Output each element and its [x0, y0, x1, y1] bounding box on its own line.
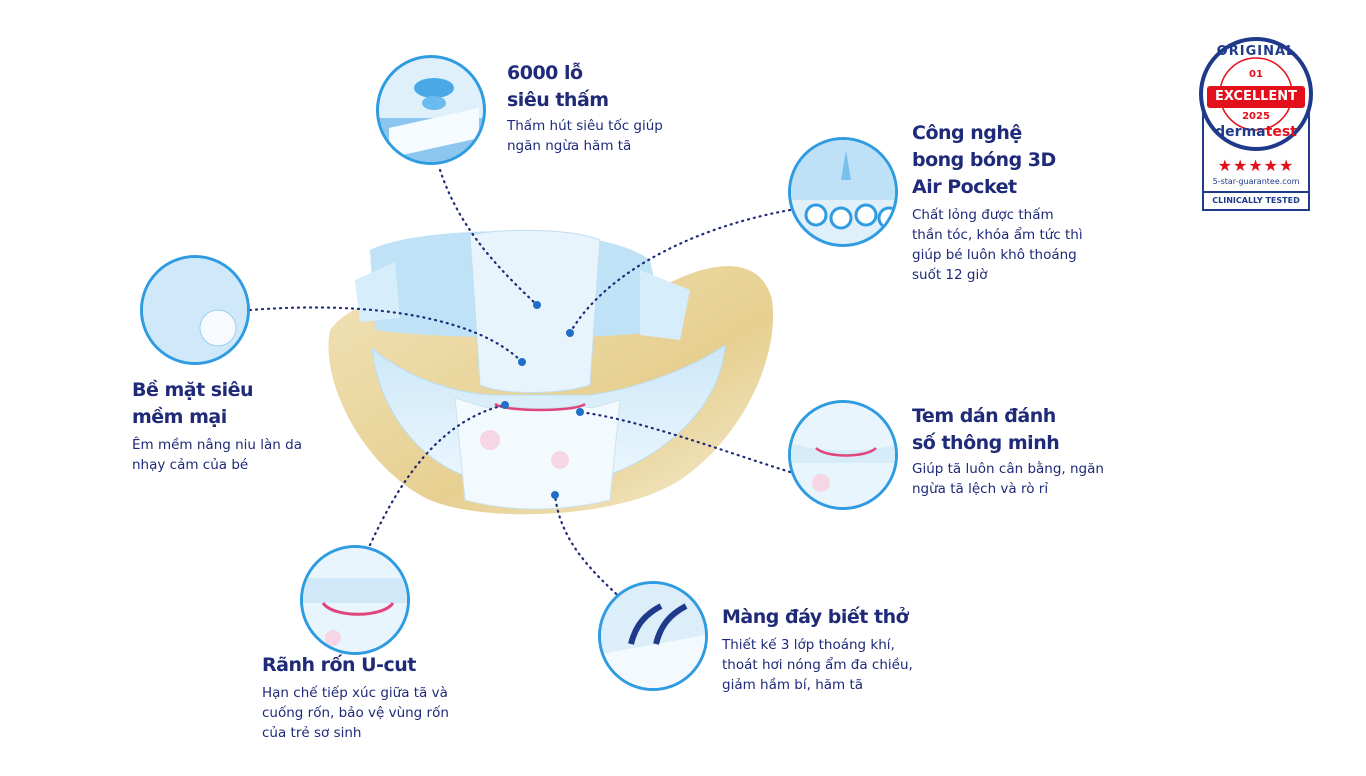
leader-lines	[248, 168, 792, 604]
feature-desc: Hạn chế tiếp xúc giữa tã và	[262, 685, 448, 701]
feature-desc: ngăn ngừa hăm tã	[507, 138, 632, 154]
badge-rating: EXCELLENT	[1214, 89, 1298, 104]
feature-title: 6000 lỗ	[507, 62, 583, 84]
feature-title: Bề mặt siêu	[132, 379, 254, 401]
diaper-pad	[469, 229, 601, 393]
feature-title: siêu thấm	[507, 89, 609, 111]
number-tape-feature-image	[788, 400, 898, 510]
dermatest-badge: ORIGINAL 01 EXCELLENT 2025 dermatest ★★★…	[1197, 36, 1315, 212]
feature-desc: thần tóc, khóa ẩm tức thì	[912, 227, 1083, 243]
feature-title: số thông minh	[912, 432, 1060, 454]
feature-breathable: Màng đáy biết thở Thiết kế 3 lớp thoáng …	[722, 604, 913, 695]
feature-holes: 6000 lỗ siêu thấm Thấm hút siêu tốc giúp…	[507, 60, 663, 156]
badge-number: 01	[1249, 69, 1263, 80]
feature-title: Rãnh rốn U-cut	[262, 654, 416, 676]
feature-desc: giảm hầm bí, hăm tã	[722, 677, 864, 693]
u-cut-feature-image	[300, 545, 410, 655]
feature-desc: cuống rốn, bảo vệ vùng rốn	[262, 705, 449, 721]
feature-desc: Giúp tã luôn cân bằng, ngăn	[912, 461, 1104, 477]
feature-title: Công nghệ	[912, 122, 1022, 144]
feature-air-pocket: Công nghệ bong bóng 3D Air Pocket Chất l…	[912, 120, 1083, 285]
feature-title: Air Pocket	[912, 176, 1017, 198]
feature-desc: Êm mềm nâng niu làn da	[132, 437, 302, 453]
badge-stars: ★★★★★	[1217, 156, 1295, 175]
feature-desc: Thấm hút siêu tốc giúp	[507, 118, 663, 134]
badge-brand: dermatest	[1197, 124, 1315, 140]
feature-desc: thoát hơi nóng ẩm đa chiều,	[722, 657, 913, 673]
badge-clinically-tested: CLINICALLY TESTED	[1212, 196, 1300, 205]
badge-original-text: ORIGINAL	[1216, 44, 1296, 59]
feature-title: bong bóng 3D	[912, 149, 1056, 171]
badge-site: 5-star-guarantee.com	[1212, 177, 1300, 186]
soft-surface-feature-image	[140, 255, 250, 365]
feature-soft-surface: Bề mặt siêu mềm mại Êm mềm nâng niu làn …	[132, 377, 302, 475]
feature-desc: của trẻ sơ sinh	[262, 725, 362, 741]
feature-title: Màng đáy biết thở	[722, 606, 909, 628]
feature-desc: nhạy cảm của bé	[132, 457, 249, 473]
feature-title: mềm mại	[132, 406, 227, 428]
air-pocket-feature-image	[788, 137, 898, 247]
feature-title: Tem dán đánh	[912, 405, 1056, 427]
feature-desc: Chất lỏng được thấm	[912, 207, 1054, 223]
feature-desc: ngừa tã lệch và rò rỉ	[912, 481, 1049, 497]
feature-desc: suốt 12 giờ	[912, 267, 988, 283]
feature-number-tape: Tem dán đánh số thông minh Giúp tã luôn …	[912, 403, 1104, 499]
feature-u-cut: Rãnh rốn U-cut Hạn chế tiếp xúc giữa tã …	[262, 652, 449, 743]
badge-brand-test: test	[1265, 124, 1297, 140]
breathable-feature-image	[598, 581, 708, 691]
feature-desc: Thiết kế 3 lớp thoáng khí,	[722, 637, 895, 653]
feature-desc: giúp bé luôn khô thoáng	[912, 247, 1077, 263]
badge-brand-derma: derma	[1215, 124, 1266, 140]
holes-feature-image	[376, 55, 486, 165]
badge-year: 2025	[1242, 111, 1270, 122]
